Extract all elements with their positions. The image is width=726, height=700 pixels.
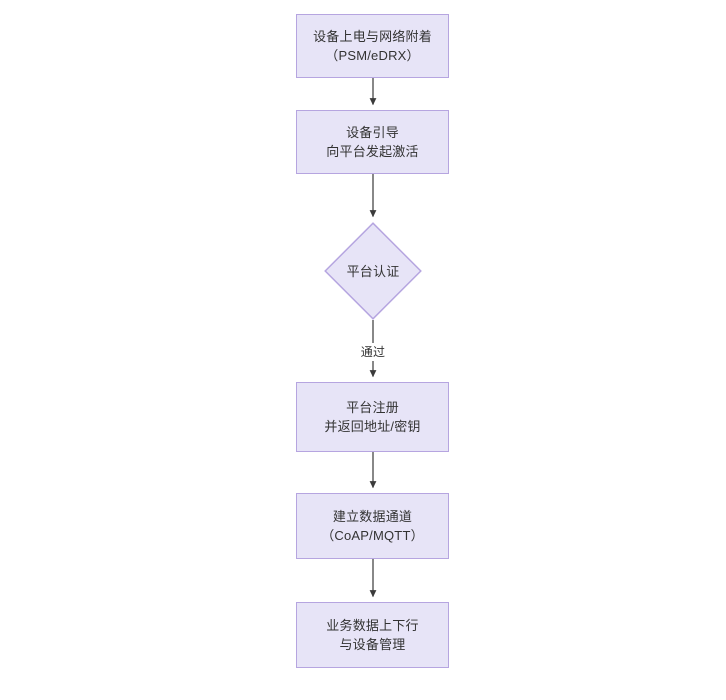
diamond-shape [324,222,422,320]
node-label-establish-data-channel: 建立数据通道 （CoAP/MQTT） [321,509,424,543]
node-device-power-on[interactable]: 设备上电与网络附着 （PSM/eDRX） [296,14,449,78]
node-label-platform-authentication: 平台认证 [346,263,400,279]
node-label-business-data-and-device-management: 业务数据上下行 与设备管理 [326,618,419,652]
edge-label-pass: 通过 [357,343,389,361]
node-device-bootstrap[interactable]: 设备引导 向平台发起激活 [296,110,449,174]
node-business-data-and-device-management[interactable]: 业务数据上下行 与设备管理 [296,602,449,668]
node-label-device-bootstrap: 设备引导 向平台发起激活 [326,125,419,159]
node-establish-data-channel[interactable]: 建立数据通道 （CoAP/MQTT） [296,493,449,559]
node-platform-registration[interactable]: 平台注册 并返回地址/密钥 [296,382,449,452]
node-platform-authentication[interactable]: 平台认证 [324,222,422,320]
node-label-platform-registration: 平台注册 并返回地址/密钥 [324,400,421,434]
node-label-device-power-on: 设备上电与网络附着 （PSM/eDRX） [313,29,432,63]
